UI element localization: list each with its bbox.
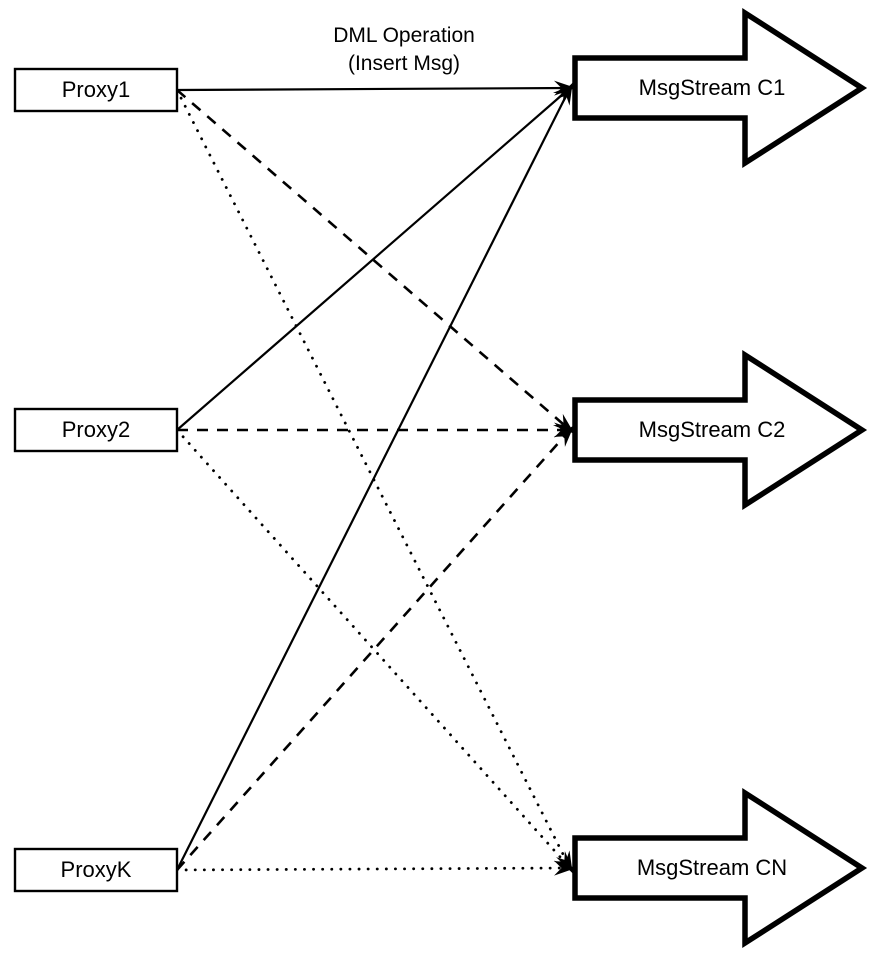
msgstream-arrow-shape-stream_cn[interactable]	[572, 787, 868, 949]
msgstream-node-stream_cn[interactable]: MsgStream CN	[572, 787, 868, 949]
proxy-box-proxy2[interactable]	[13, 407, 179, 453]
dml-operation-label-line2: (Insert Msg)	[348, 52, 460, 75]
arrowheads-group	[552, 80, 576, 876]
connector-proxy2-to-c1	[176, 87, 571, 431]
connector-proxyk-to-c1	[176, 87, 571, 871]
connector-proxy2-to-cn	[175, 428, 572, 870]
proxy-node-proxyK[interactable]: ProxyK	[13, 847, 179, 893]
arrowhead-proxyk-to-cn	[553, 860, 576, 876]
msgstream-nodes-group: MsgStream C1 MsgStream C2 MsgStream CN	[572, 7, 868, 949]
proxy-box-proxy1[interactable]	[13, 67, 179, 113]
arrowhead-proxyk-to-c1	[556, 82, 573, 106]
dml-operation-label-line1: DML Operation	[333, 24, 475, 47]
connector-proxy1-to-c1	[176, 86, 571, 92]
proxy-label-proxy2: Proxy2	[62, 417, 130, 442]
connector-proxyk-to-c2	[176, 429, 571, 871]
msgstream-arrow-shape-stream_c1[interactable]	[572, 7, 868, 169]
msgstream-label-stream_c1: MsgStream C1	[639, 75, 786, 100]
connector-links-group	[175, 86, 572, 872]
proxy-box-proxyK[interactable]	[13, 847, 179, 893]
proxy-label-proxyK: ProxyK	[61, 857, 132, 882]
connector-proxyk-to-cn	[175, 866, 572, 872]
edge-label-group: DML Operation (Insert Msg)	[333, 24, 475, 75]
msgstream-arrow-shape-stream_c2[interactable]	[572, 349, 868, 511]
msgstream-node-stream_c2[interactable]: MsgStream C2	[572, 349, 868, 511]
proxy-label-proxy1: Proxy1	[62, 77, 130, 102]
proxy-node-proxy1[interactable]: Proxy1	[13, 67, 179, 113]
msgstream-label-stream_c2: MsgStream C2	[639, 417, 786, 442]
msgstream-label-stream_cn: MsgStream CN	[637, 855, 787, 880]
msgstream-node-stream_c1[interactable]: MsgStream C1	[572, 7, 868, 169]
arrowhead-proxyk-to-c2	[553, 425, 574, 447]
proxy-node-proxy2[interactable]: Proxy2	[13, 407, 179, 453]
connector-proxy1-to-c2	[176, 89, 571, 431]
